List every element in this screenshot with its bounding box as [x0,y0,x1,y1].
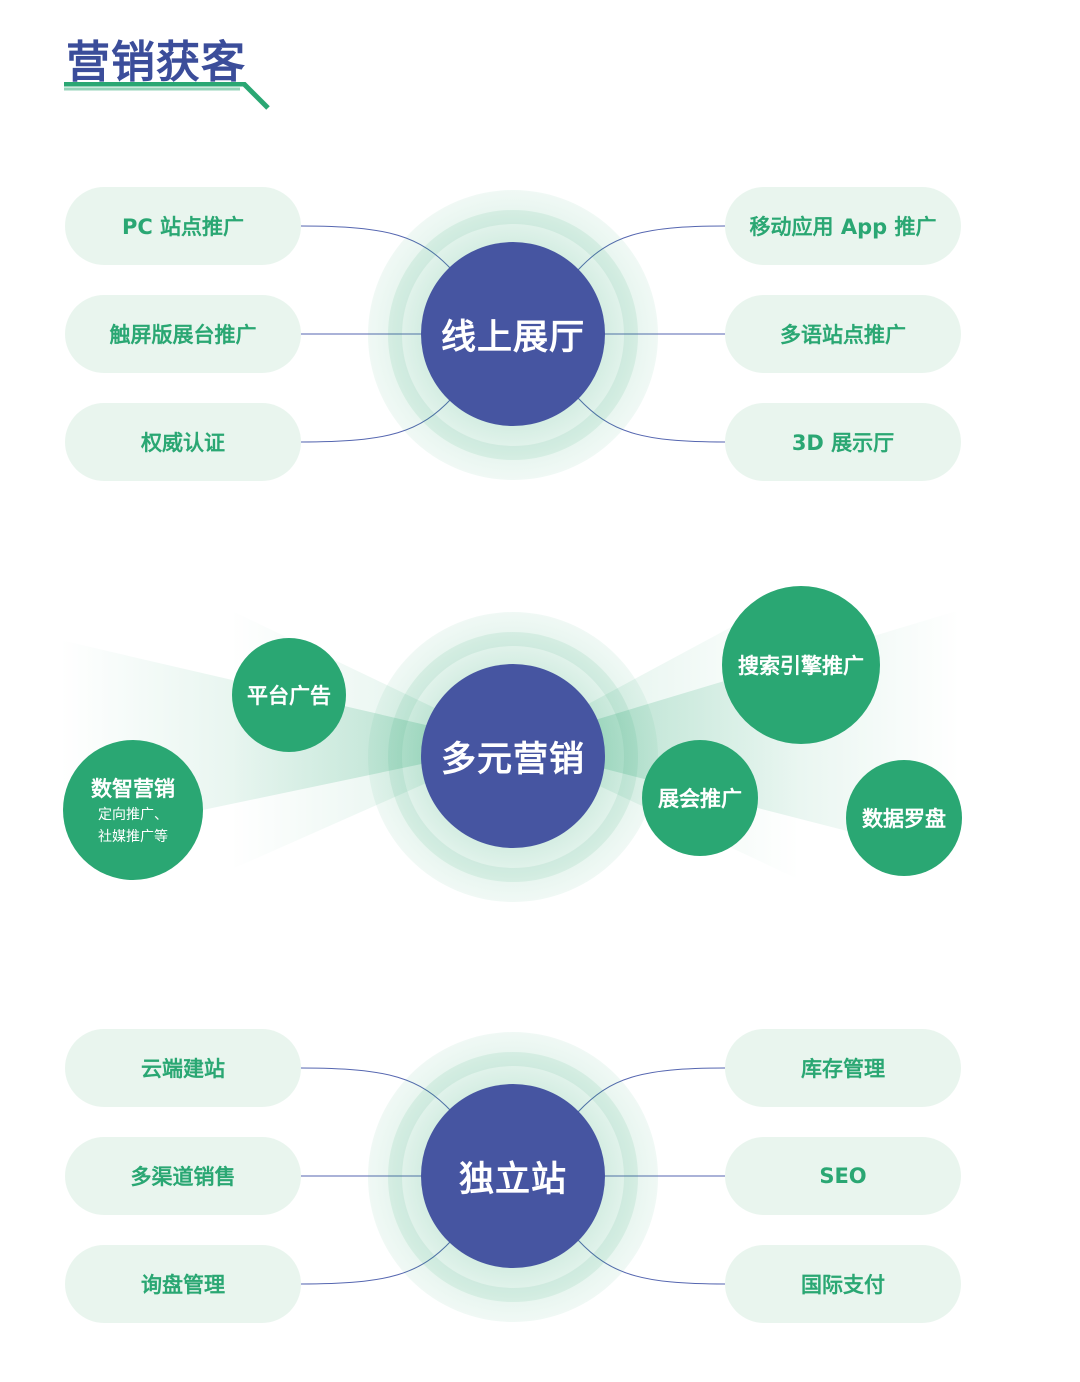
platform-ads-bubble: 平台广告 [232,638,346,752]
diversified-marketing-hub: 多元营销 [421,664,605,848]
inquiry-management: 询盘管理 [65,1245,301,1323]
3d-showroom: 3D 展示厅 [725,403,961,481]
platform-ads-label: 平台广告 [247,684,331,708]
cloud-site-building: 云端建站 [65,1029,301,1107]
inventory-management: 库存管理 [725,1029,961,1107]
smart-marketing-label: 数智营销 [91,777,175,801]
smart-marketing-sub1: 定向推广、 [98,807,168,823]
multilingual-site-promotion: 多语站点推广 [725,295,961,373]
smart-marketing-bubble: 数智营销 定向推广、 社媒推广等 [63,740,203,880]
international-payment: 国际支付 [725,1245,961,1323]
data-compass-bubble: 数据罗盘 [846,760,962,876]
authority-certification: 权威认证 [65,403,301,481]
mobile-app-promotion: 移动应用 App 推广 [725,187,961,265]
standalone-site-hub: 独立站 [421,1084,605,1268]
online-showroom-hub: 线上展厅 [421,242,605,426]
data-compass-label: 数据罗盘 [862,807,946,831]
search-engine-label: 搜索引擎推广 [738,654,864,678]
seo: SEO [725,1137,961,1215]
pc-site-promotion: PC 站点推广 [65,187,301,265]
title-underline [64,82,270,110]
expo-promotion-bubble: 展会推广 [642,740,758,856]
expo-promotion-label: 展会推广 [658,787,742,811]
multi-channel-sales: 多渠道销售 [65,1137,301,1215]
search-engine-bubble: 搜索引擎推广 [722,586,880,744]
smart-marketing-sub2: 社媒推广等 [98,829,168,845]
page-title: 营销获客 [66,37,246,88]
touchscreen-booth-promotion: 触屏版展台推广 [65,295,301,373]
